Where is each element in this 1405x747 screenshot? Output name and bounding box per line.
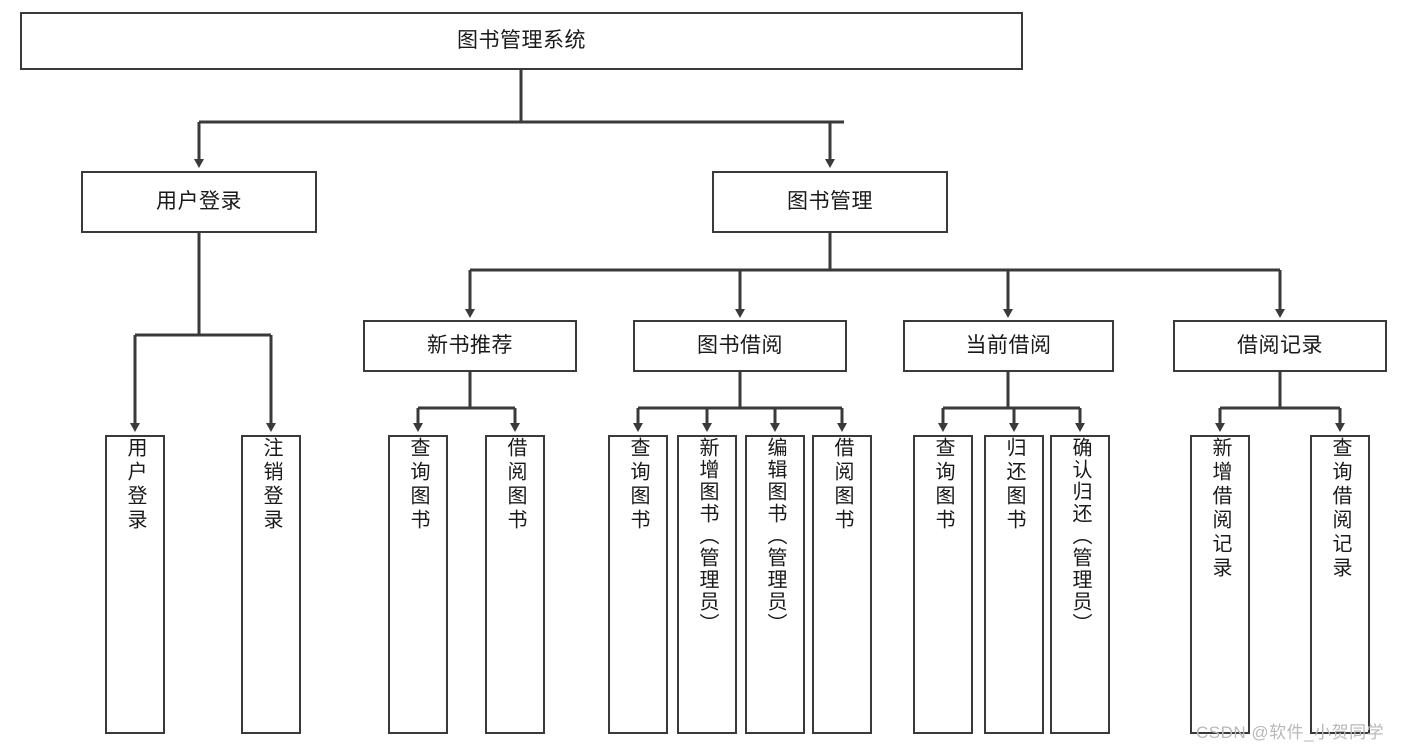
node-leaf-user-login-label: 用户登录 bbox=[124, 437, 146, 533]
node-leaf-add-book-label: 新增图书（管理员） bbox=[696, 437, 718, 635]
node-current-borrow-label: 当前借阅 bbox=[965, 334, 1052, 358]
node-leaf-query-book-3-label: 查询图书 bbox=[932, 437, 954, 533]
node-leaf-query-book-1-label: 查询图书 bbox=[407, 437, 429, 533]
node-new-book-recommendation-label: 新书推荐 bbox=[427, 334, 513, 358]
node-leaf-query-borrow-record-label: 查询借阅记录 bbox=[1329, 437, 1351, 581]
node-new-book-recommendation[interactable]: 新书推荐 bbox=[363, 320, 577, 372]
node-current-borrow[interactable]: 当前借阅 bbox=[903, 320, 1114, 372]
node-leaf-add-borrow-record-label: 新增借阅记录 bbox=[1209, 437, 1231, 581]
node-borrow-record-label: 借阅记录 bbox=[1237, 334, 1323, 358]
csdn-watermark: CSDN @软件_小贺同学 bbox=[1196, 723, 1385, 742]
node-leaf-query-book-1[interactable]: 查询图书 bbox=[388, 435, 448, 734]
node-leaf-return-book[interactable]: 归还图书 bbox=[984, 435, 1044, 734]
node-leaf-query-book-3[interactable]: 查询图书 bbox=[913, 435, 973, 734]
node-root-label: 图书管理系统 bbox=[457, 29, 586, 53]
node-book-borrow-label: 图书借阅 bbox=[697, 334, 783, 358]
node-leaf-confirm-return-label: 确认归还（管理员） bbox=[1069, 437, 1091, 635]
node-leaf-logout-label: 注销登录 bbox=[260, 437, 282, 533]
node-leaf-borrow-book-2[interactable]: 借阅图书 bbox=[812, 435, 872, 734]
node-leaf-add-book[interactable]: 新增图书（管理员） bbox=[677, 435, 737, 734]
node-user-login[interactable]: 用户登录 bbox=[81, 171, 317, 233]
node-leaf-logout[interactable]: 注销登录 bbox=[241, 435, 301, 734]
node-leaf-query-book-2-label: 查询图书 bbox=[627, 437, 649, 533]
node-leaf-edit-book-label: 编辑图书（管理员） bbox=[764, 437, 786, 635]
node-book-borrow[interactable]: 图书借阅 bbox=[633, 320, 847, 372]
node-leaf-user-login[interactable]: 用户登录 bbox=[105, 435, 165, 734]
node-root[interactable]: 图书管理系统 bbox=[20, 12, 1023, 70]
node-user-login-label: 用户登录 bbox=[156, 190, 242, 214]
node-book-manage-label: 图书管理 bbox=[787, 190, 873, 214]
node-borrow-record[interactable]: 借阅记录 bbox=[1173, 320, 1387, 372]
node-leaf-confirm-return[interactable]: 确认归还（管理员） bbox=[1050, 435, 1110, 734]
node-leaf-query-borrow-record[interactable]: 查询借阅记录 bbox=[1310, 435, 1370, 734]
node-leaf-borrow-book-1[interactable]: 借阅图书 bbox=[485, 435, 545, 734]
node-leaf-add-borrow-record[interactable]: 新增借阅记录 bbox=[1190, 435, 1250, 734]
node-leaf-borrow-book-1-label: 借阅图书 bbox=[504, 437, 526, 533]
node-leaf-edit-book[interactable]: 编辑图书（管理员） bbox=[745, 435, 805, 734]
node-leaf-query-book-2[interactable]: 查询图书 bbox=[608, 435, 668, 734]
node-book-manage[interactable]: 图书管理 bbox=[712, 171, 948, 233]
node-leaf-borrow-book-2-label: 借阅图书 bbox=[831, 437, 853, 533]
node-leaf-return-book-label: 归还图书 bbox=[1003, 437, 1025, 533]
